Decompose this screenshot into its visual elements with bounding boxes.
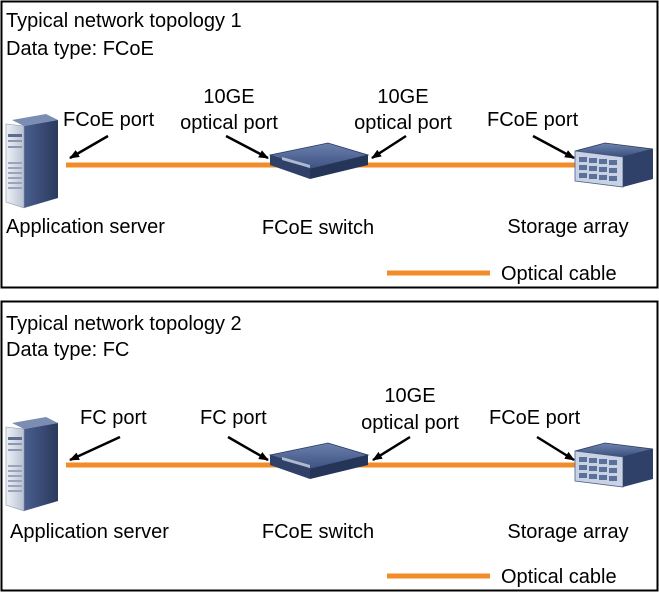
topology-2-title: Typical network topology 2 (6, 313, 242, 335)
topology-2-port-mid-right-line2: optical port (361, 412, 459, 434)
topology-1-arrow-left (69, 134, 109, 160)
topology-2-port-right: FCoE port (489, 407, 581, 429)
topology-1-legend-label: Optical cable (501, 263, 617, 285)
topology-1-arrow-mid-left (225, 134, 269, 160)
topology-2-storage-array-icon (574, 442, 654, 488)
topology-1-title: Typical network topology 1 (6, 10, 242, 32)
topology-2-server-icon (5, 416, 59, 512)
topology-1-port-right: FCoE port (487, 109, 579, 131)
topology-2-panel: Typical network topology 2 Data type: FC… (0, 300, 659, 592)
topology-1-server-label: Application server (6, 216, 165, 238)
topology-1-port-mid-right-line1: 10GE (377, 86, 428, 108)
topology-2-port-mid-right-line1: 10GE (384, 385, 435, 407)
topology-1-arrow-right (532, 134, 575, 160)
topology-2-arrow-right (536, 435, 575, 462)
topology-2-arrow-mid-right (372, 435, 411, 462)
topology-1-port-mid-left-line2: optical port (180, 112, 278, 134)
topology-2-port-mid-left: FC port (200, 407, 267, 429)
topology-1-port-mid-left-line1: 10GE (203, 86, 254, 108)
topology-1-switch-label: FCoE switch (262, 217, 374, 239)
topology-2-switch-label: FCoE switch (262, 521, 374, 543)
topology-1-data-type: Data type: FCoE (6, 38, 154, 60)
topology-1-port-mid-right-line2: optical port (354, 112, 452, 134)
topology-1-storage-array-icon (574, 142, 654, 188)
topology-2-server-label: Application server (10, 521, 169, 543)
topology-1-arrow-mid-right (371, 134, 407, 160)
topology-2-port-left: FC port (80, 407, 147, 429)
topology-1-server-icon (5, 113, 59, 209)
topology-1-panel: Typical network topology 1 Data type: FC… (0, 0, 659, 289)
topology-2-arrow-mid-left (227, 435, 269, 462)
topology-1-port-left: FCoE port (63, 109, 155, 131)
topology-2-storage-label: Storage array (507, 521, 628, 543)
topology-2-legend-label: Optical cable (501, 566, 617, 588)
topology-2-arrow-left (69, 435, 121, 462)
topology-2-data-type: Data type: FC (6, 339, 129, 361)
topology-1-storage-label: Storage array (507, 216, 628, 238)
